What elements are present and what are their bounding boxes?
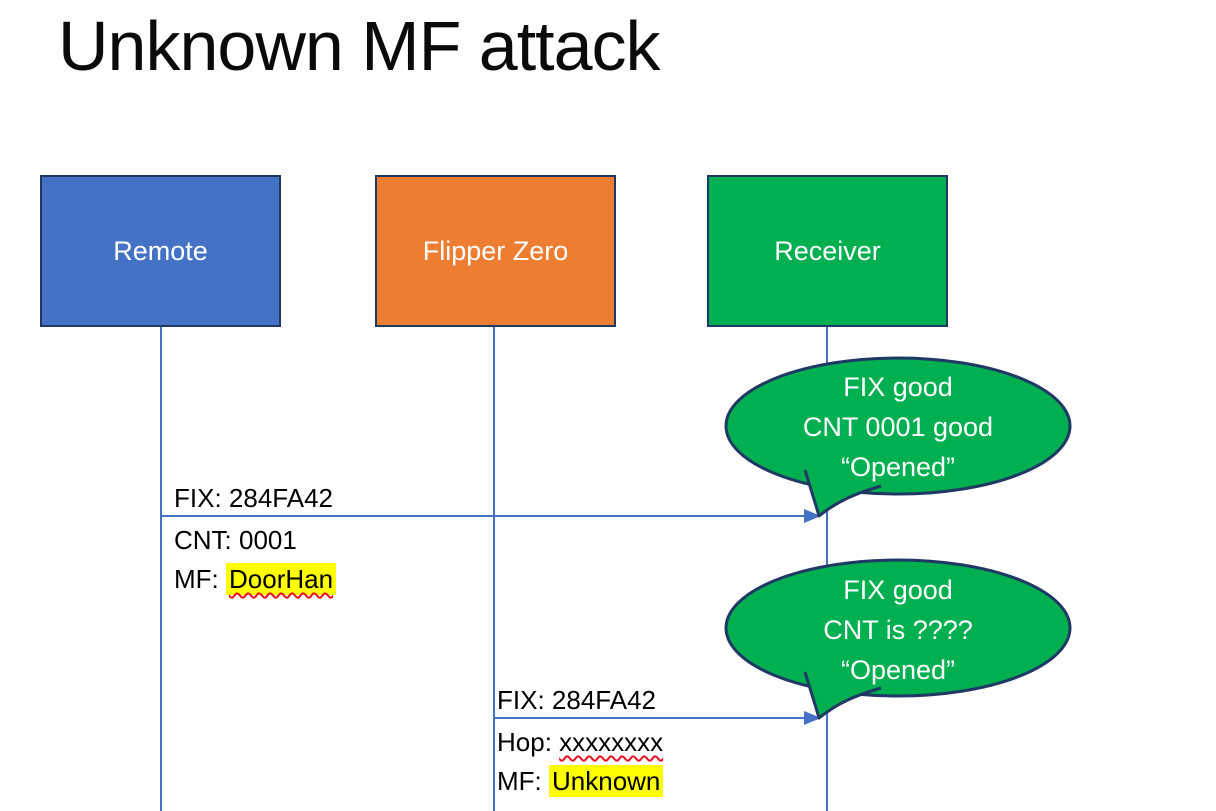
message1-line-cnt: CNT: 0001 — [174, 521, 336, 560]
message2-labels-below: Hop: xxxxxxxx MF: Unknown — [497, 723, 664, 801]
speech-bubble-1-text: FIX good CNT 0001 good “Opened” — [726, 367, 1070, 487]
bubble1-line3: “Opened” — [840, 452, 956, 482]
message1-arrow-line — [161, 515, 806, 517]
message2-label-above: FIX: 284FA42 — [497, 685, 656, 715]
actor-label-flipper-zero: Flipper Zero — [422, 235, 569, 266]
speech-bubble-1 — [724, 356, 1072, 518]
message1-cnt-prefix: CNT: — [174, 525, 239, 555]
page-title: Unknown MF attack — [58, 7, 661, 85]
actor-box-flipper-zero: Flipper Zero — [375, 175, 616, 327]
lifeline-flipper-zero — [493, 327, 495, 811]
actor-box-remote: Remote — [40, 175, 281, 327]
actor-label-receiver: Receiver — [774, 235, 881, 266]
actor-box-receiver: Receiver — [707, 175, 948, 327]
message2-mf-prefix: MF: — [497, 766, 549, 796]
bubble1-line1: FIX good — [843, 372, 953, 402]
bubble2-line1: FIX good — [843, 575, 953, 605]
bubble1-line2: CNT 0001 good — [802, 412, 994, 442]
message1-line-mf: MF: DoorHan — [174, 560, 337, 599]
message1-label-above: FIX: 284FA42 — [174, 483, 333, 513]
speech-bubble-2-text: FIX good CNT is ???? “Opened” — [726, 570, 1070, 690]
lifeline-remote — [160, 327, 162, 811]
message1-mf-value-highlighted: DoorHan — [226, 563, 337, 595]
message2-arrow-line — [494, 717, 806, 719]
message2-line-hop: Hop: xxxxxxxx — [497, 723, 663, 762]
message2-hop-value-squiggle: xxxxxxxx — [559, 727, 664, 757]
speech-bubble-2-ellipse — [724, 558, 1072, 698]
speech-bubble-2 — [724, 558, 1072, 720]
message1-labels-below: CNT: 0001 MF: DoorHan — [174, 521, 337, 599]
speech-bubble-1-tail — [803, 469, 882, 518]
actor-label-remote: Remote — [113, 235, 208, 266]
bubble2-line3: “Opened” — [840, 655, 956, 685]
speech-bubble-2-tail — [803, 671, 882, 720]
message1-mf-prefix: MF: — [174, 564, 226, 594]
message1-cnt-value: 0001 — [239, 525, 297, 555]
bubble2-line2: CNT is ???? — [823, 615, 973, 645]
message2-hop-prefix: Hop: — [497, 727, 560, 757]
message2-mf-value-highlighted: Unknown — [549, 765, 664, 797]
message2-line-mf: MF: Unknown — [497, 762, 664, 801]
speech-bubble-1-ellipse — [724, 356, 1072, 496]
